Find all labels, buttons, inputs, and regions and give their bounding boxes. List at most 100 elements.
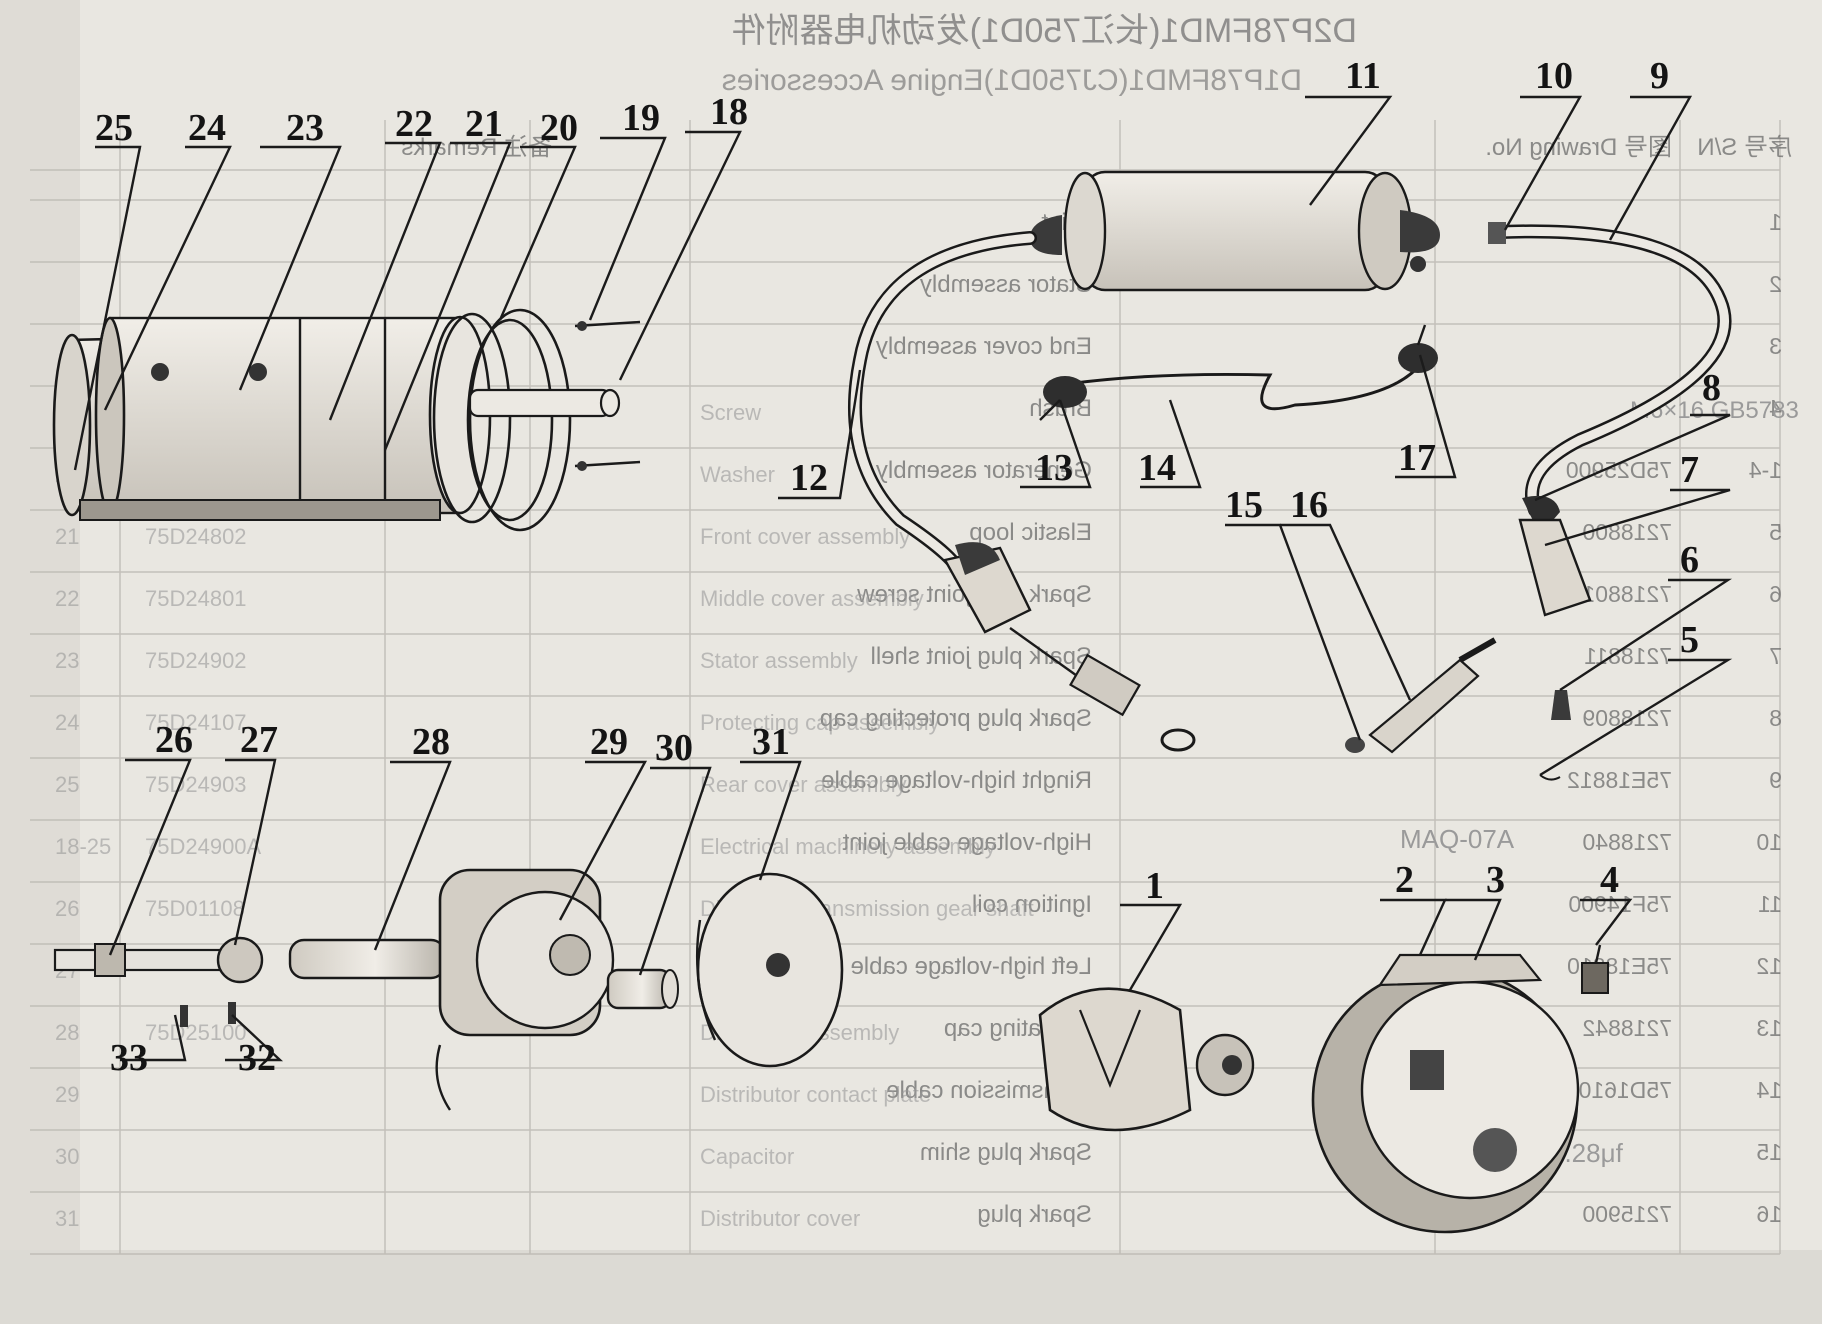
callout-24: 24	[188, 107, 226, 149]
svg-text:序号 S/N: 序号 S/N	[1697, 134, 1792, 161]
ghost-left-cell-drawing: 75D24900A	[145, 834, 262, 859]
callout-14: 14	[1138, 447, 1176, 489]
ghost-right-cell-sn: 14	[1756, 1077, 1782, 1103]
svg-text:图号 Drawing No.: 图号 Drawing No.	[1485, 134, 1672, 161]
ghost-left-cell-drawing: 75D24107	[145, 710, 247, 735]
ghost-left-cell-desc: Screw	[700, 400, 761, 425]
ghost-right-cell-drawing: 75E18812	[1567, 767, 1672, 793]
ghost-right-cell-desc: Elastic loop	[969, 519, 1092, 546]
ghost-right-cell-desc: Generator assembly	[876, 457, 1092, 484]
callout-7: 7	[1680, 449, 1699, 491]
svg-text:D2P78FMD1(长江750D1)发动机电器附件: D2P78FMD1(长江750D1)发动机电器附件	[732, 12, 1357, 50]
capacitor	[606, 968, 679, 1010]
ghost-table-grid	[30, 120, 1781, 1255]
ignition-coil	[1030, 170, 1440, 292]
ghost-right-cell-desc: Spark plug joint shell	[871, 643, 1092, 670]
generator-assembly	[52, 308, 641, 532]
ghost-left-cell-sn: 23	[55, 648, 79, 673]
ghost-right-cell-drawing: 7218840	[1582, 829, 1672, 855]
callout-8: 8	[1702, 367, 1721, 409]
ghost-right-cell-sn: 3	[1769, 333, 1782, 359]
callout-20: 20	[540, 107, 578, 149]
callout-15: 15	[1225, 484, 1263, 526]
model-code-note: MAQ-07A	[1400, 824, 1515, 854]
ghost-right-cell-desc: Stator assembly	[920, 271, 1092, 298]
ghost-right-cell-sn: 15	[1756, 1139, 1782, 1165]
ghost-left-cell-sn: 22	[55, 586, 79, 611]
ghost-right-cell-desc: Spark plug	[977, 1201, 1092, 1228]
callout-31: 31	[752, 721, 790, 763]
ghost-left-cell-sn: 26	[55, 896, 79, 921]
callout-18: 18	[710, 91, 748, 133]
callout-33: 33	[110, 1037, 148, 1079]
transmission-cable	[1039, 324, 1438, 421]
mirrored-header: D2P78FMD1(长江750D1)发动机电器附件 D1P78FMD1(CJ75…	[722, 12, 1357, 97]
ghost-left-cell-drawing: 75D24801	[145, 586, 247, 611]
ghost-left-cell-sn: 28	[55, 1020, 79, 1045]
ghost-left-cell-desc: Stator assembly	[700, 648, 858, 673]
callout-6: 6	[1680, 539, 1699, 581]
ghost-left-cell-desc: Front cover assembly	[700, 524, 910, 549]
callout-2: 2	[1395, 859, 1414, 901]
ghost-left-cell-drawing: 75D24902	[145, 648, 247, 673]
distributor-cover	[695, 872, 844, 1068]
ghost-left-cell-desc: Rear cover assembly	[700, 772, 907, 797]
ghost-right-cell-desc: Spark plug shim	[920, 1139, 1092, 1166]
ghost-left-cell-desc: Electrical machinery assembly	[700, 834, 996, 859]
callout-23: 23	[286, 107, 324, 149]
ghost-left-cell-sn: 31	[55, 1206, 79, 1231]
ghost-right-cell-sn: 11	[1758, 891, 1782, 917]
ghost-left-cell-sn: 24	[55, 710, 79, 735]
ghost-right-cell-drawing: 7218842	[1582, 1015, 1672, 1041]
ghost-right-cell-desc: High-voltage cable joint	[842, 829, 1092, 856]
ghost-left-cell-sn: 18-25	[55, 834, 111, 859]
callout-3: 3	[1486, 859, 1505, 901]
callout-numbers: 25 24 23 22 21 20 19 18 11 10 9 12 13 14…	[95, 55, 1721, 1079]
generator-end-cover	[1311, 953, 1580, 1234]
ghost-right-cell-sn: 9	[1769, 767, 1782, 793]
ghost-left-cell-sn: 25	[55, 772, 79, 797]
callout-13: 13	[1035, 447, 1073, 489]
callout-28: 28	[412, 721, 450, 763]
ghost-left-cell-desc: Capacitor	[700, 1144, 794, 1169]
ghost-right-cell-sn: 4	[1769, 395, 1782, 421]
callout-21: 21	[465, 103, 503, 145]
generator-joint	[1038, 987, 1255, 1132]
right-spark-plug-cap	[1518, 495, 1592, 781]
ghost-right-cell-sn: 8	[1769, 705, 1782, 731]
ghost-right-cell-drawing: 7218801	[1582, 581, 1672, 607]
ghost-left-cell-desc: Protecting cap assembly	[700, 710, 940, 735]
ghost-right-cell-drawing: 7218800	[1582, 519, 1672, 545]
ghost-right-cell-sn: 10	[1756, 829, 1782, 855]
ghost-right-cell-drawing: 7218809	[1582, 705, 1672, 731]
callout-10: 10	[1535, 55, 1573, 97]
callout-4: 4	[1600, 859, 1619, 901]
callout-16: 16	[1290, 484, 1328, 526]
ghost-right-cell-sn: 5	[1769, 519, 1782, 545]
callout-9: 9	[1650, 55, 1669, 97]
distributor-assembly	[288, 868, 615, 1111]
ghost-left-cell-desc: Middle cover assembly	[700, 586, 924, 611]
svg-text:D1P78FMD1(CJ750D1)Engine Acces: D1P78FMD1(CJ750D1)Engine Accessories	[722, 64, 1302, 97]
ghost-right-cell-desc: Ignition coil	[972, 891, 1092, 918]
ghost-right-cell-sn: 13	[1756, 1015, 1782, 1041]
callout-12: 12	[790, 457, 828, 499]
spark-plug	[1345, 637, 1497, 754]
ghost-right-cell-drawing: 7215900	[1582, 1201, 1672, 1227]
callout-27: 27	[240, 719, 278, 761]
callout-25: 25	[95, 107, 133, 149]
callout-26: 26	[155, 719, 193, 761]
generator-brush	[1581, 944, 1609, 994]
ghost-right-cell-desc: Left high-voltage cable	[851, 953, 1093, 980]
ghost-left-cell-desc: Distributor contact plate	[700, 1082, 931, 1107]
ghost-right-cell-sn: 1	[1769, 209, 1782, 235]
ghost-left-cell-sn: 29	[55, 1082, 79, 1107]
leader-lines	[73, 95, 1733, 1062]
ghost-right-cell-sn: 12	[1756, 953, 1782, 979]
ghost-left-cell-drawing: 75D01108	[145, 896, 245, 921]
callout-22: 22	[395, 103, 433, 145]
ghost-right-cell-desc: Ringht high-voltage cable	[821, 767, 1092, 794]
ghost-right-cell-sn: 2	[1769, 271, 1782, 297]
ghost-left-cell-drawing: 75D24903	[145, 772, 247, 797]
distributor-shaft	[53, 936, 264, 1027]
